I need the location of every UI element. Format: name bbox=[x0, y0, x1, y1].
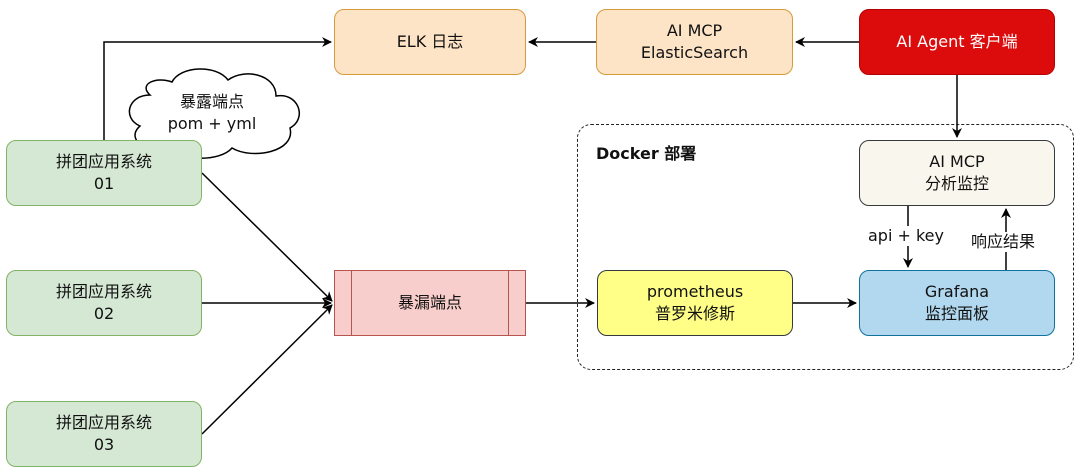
docker-group-frame bbox=[577, 124, 1074, 370]
edge-app1-to-elk bbox=[103, 37, 332, 140]
prometheus-node[interactable]: prometheus 普罗米修斯 bbox=[597, 270, 793, 336]
edge-label-api-key: api + key bbox=[866, 226, 946, 246]
docker-group-label: Docker 部署 bbox=[596, 144, 697, 163]
ai-mcp-elasticsearch-node[interactable]: AI MCP ElasticSearch bbox=[596, 9, 793, 75]
exposed-node-left-divider bbox=[351, 271, 352, 335]
cloud-shape bbox=[128, 68, 301, 159]
edge-label-response: 响应结果 bbox=[969, 232, 1038, 252]
prometheus-label: prometheus 普罗米修斯 bbox=[646, 282, 744, 323]
exposed-endpoint-label: 暴漏端点 bbox=[397, 293, 462, 312]
edge-app3-to-exposed bbox=[201, 304, 333, 435]
ai-agent-client-label: AI Agent 客户端 bbox=[896, 32, 1018, 51]
edge-app1-to-exposed bbox=[201, 172, 333, 302]
group-app-system-01-node[interactable]: 拼团应用系统 01 bbox=[6, 140, 202, 206]
group-app-system-03-label: 拼团应用系统 03 bbox=[55, 413, 152, 454]
group-app-system-01-label: 拼团应用系统 01 bbox=[55, 152, 152, 193]
grafana-label: Grafana 监控面板 bbox=[924, 282, 990, 323]
ai-mcp-elasticsearch-label: AI MCP ElasticSearch bbox=[640, 21, 749, 62]
group-app-system-03-node[interactable]: 拼团应用系统 03 bbox=[6, 401, 202, 467]
elk-log-label: ELK 日志 bbox=[396, 32, 464, 51]
exposed-node-right-divider bbox=[508, 271, 509, 335]
ai-agent-client-node[interactable]: AI Agent 客户端 bbox=[859, 9, 1055, 75]
cloud-label: 暴露端点 pom + yml bbox=[167, 92, 257, 133]
group-app-system-02-label: 拼团应用系统 02 bbox=[55, 282, 152, 323]
exposed-endpoint-node[interactable]: 暴漏端点 bbox=[334, 270, 526, 336]
ai-mcp-monitor-node[interactable]: AI MCP 分析监控 bbox=[859, 140, 1055, 206]
ai-mcp-monitor-label: AI MCP 分析监控 bbox=[924, 152, 989, 193]
group-app-system-02-node[interactable]: 拼团应用系统 02 bbox=[6, 270, 202, 336]
grafana-node[interactable]: Grafana 监控面板 bbox=[859, 270, 1055, 336]
elk-log-node[interactable]: ELK 日志 bbox=[334, 9, 526, 75]
